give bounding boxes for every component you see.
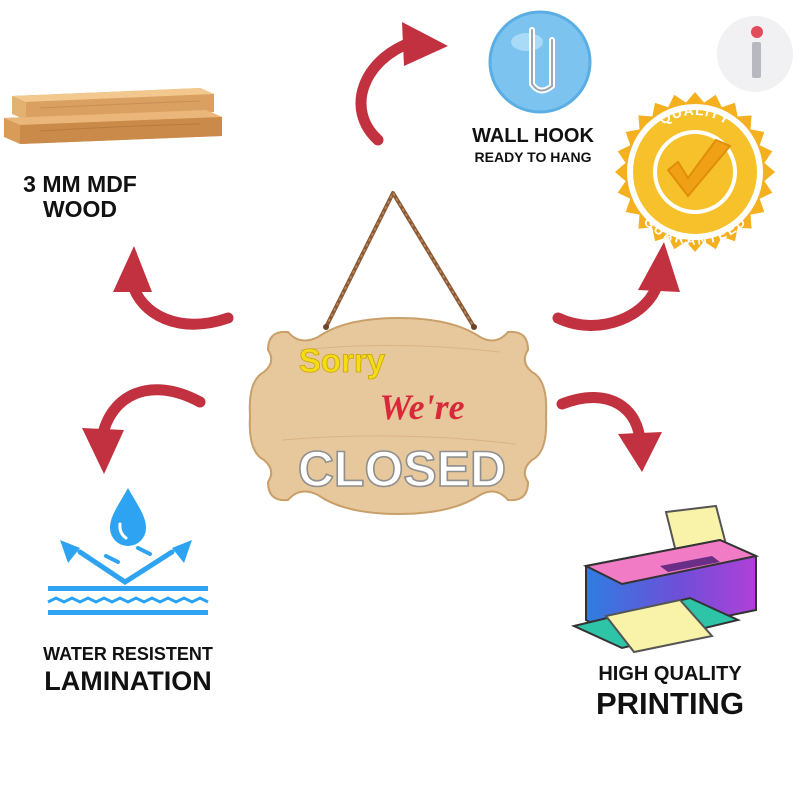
printing-line2: PRINTING bbox=[595, 686, 745, 721]
curved-arrow-icon-to-wood bbox=[113, 246, 234, 330]
wall-hook-label: WALL HOOK READY TO HANG bbox=[452, 125, 614, 165]
sign-sorry-text: Sorry bbox=[299, 342, 386, 379]
lamination-line1: WATER RESISTENT bbox=[43, 644, 213, 664]
curved-arrow-icon-to-badge bbox=[552, 242, 680, 331]
water-drop-icon bbox=[47, 488, 209, 615]
wall-hook-subtitle: READY TO HANG bbox=[474, 149, 592, 165]
printing-line1: HIGH QUALITY bbox=[598, 663, 742, 685]
curved-arrow-icon-to-water bbox=[82, 384, 206, 474]
wood-planks-icon bbox=[4, 88, 222, 144]
curved-arrow-icon-to-printer bbox=[556, 391, 662, 472]
mdf-line2: WOOD bbox=[42, 196, 118, 223]
lamination-label: WATER RESISTENT LAMINATION bbox=[18, 644, 238, 696]
lamination-line2: LAMINATION bbox=[44, 665, 212, 696]
closed-sign: Sorry We're CLOSED bbox=[248, 316, 548, 516]
sign-were-text: We're bbox=[379, 387, 464, 427]
mdf-line1: 3 MM MDF bbox=[23, 171, 137, 197]
printing-label: HIGH QUALITY PRINTING bbox=[570, 663, 770, 721]
wall-hook-icon bbox=[488, 10, 592, 114]
wall-hook-title: WALL HOOK bbox=[472, 125, 594, 147]
quality-badge-icon: QUALITY GUARANTEED bbox=[615, 92, 775, 252]
mdf-wood-label: 3 MM MDF WOOD bbox=[0, 171, 160, 223]
brand-logo bbox=[717, 16, 793, 92]
curved-arrow-icon-to-hook bbox=[355, 22, 448, 146]
sign-closed-text: CLOSED bbox=[298, 441, 506, 497]
hanging-cord bbox=[324, 191, 476, 329]
printer-icon bbox=[570, 504, 760, 654]
